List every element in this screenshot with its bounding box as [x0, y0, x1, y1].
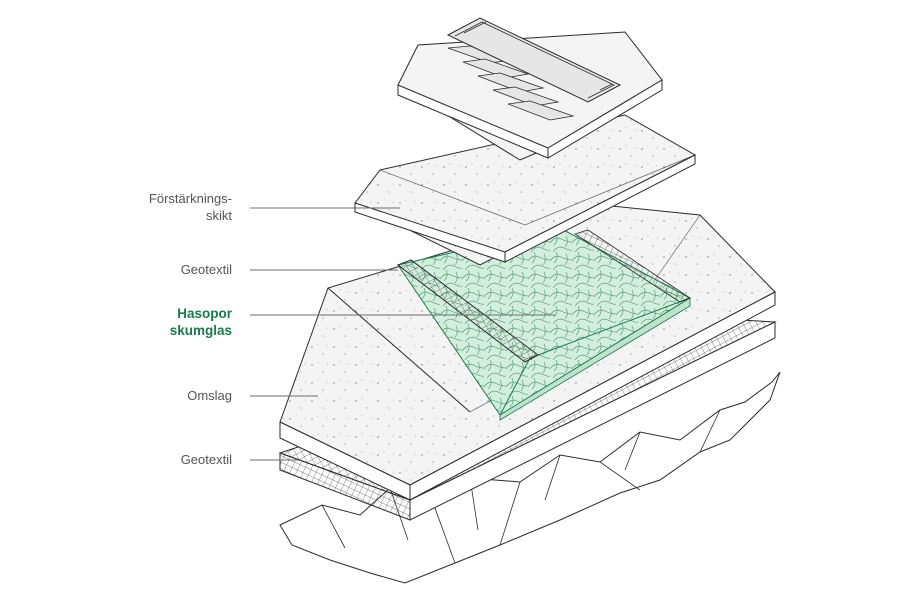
- geotextile-top-layer: [396, 229, 691, 363]
- label-reinforcement-line2: skikt: [206, 208, 232, 223]
- rail: [446, 17, 622, 103]
- label-foamglass-line1: Hasopor: [177, 306, 232, 321]
- track-layer: [397, 17, 663, 161]
- label-geotextile-bottom: Geotextil: [100, 451, 232, 468]
- leader-lines: [250, 207, 555, 461]
- sleepers: [447, 45, 575, 121]
- label-geotextile-top: Geotextil: [100, 261, 232, 278]
- reinforcement-layer: [354, 114, 697, 266]
- label-reinforcement-line1: Förstärknings-: [148, 191, 232, 206]
- label-geotextile-bottom-text: Geotextil: [180, 452, 232, 467]
- foamglass-core: [397, 227, 692, 421]
- label-cover-text: Omslag: [187, 388, 232, 403]
- label-geotextile-top-text: Geotextil: [180, 262, 232, 277]
- label-foamglass: Hasopor skumglas: [100, 305, 232, 339]
- label-foamglass-line2: skumglas: [169, 323, 232, 338]
- label-reinforcement: Förstärknings- skikt: [100, 190, 232, 224]
- label-cover: Omslag: [100, 387, 232, 404]
